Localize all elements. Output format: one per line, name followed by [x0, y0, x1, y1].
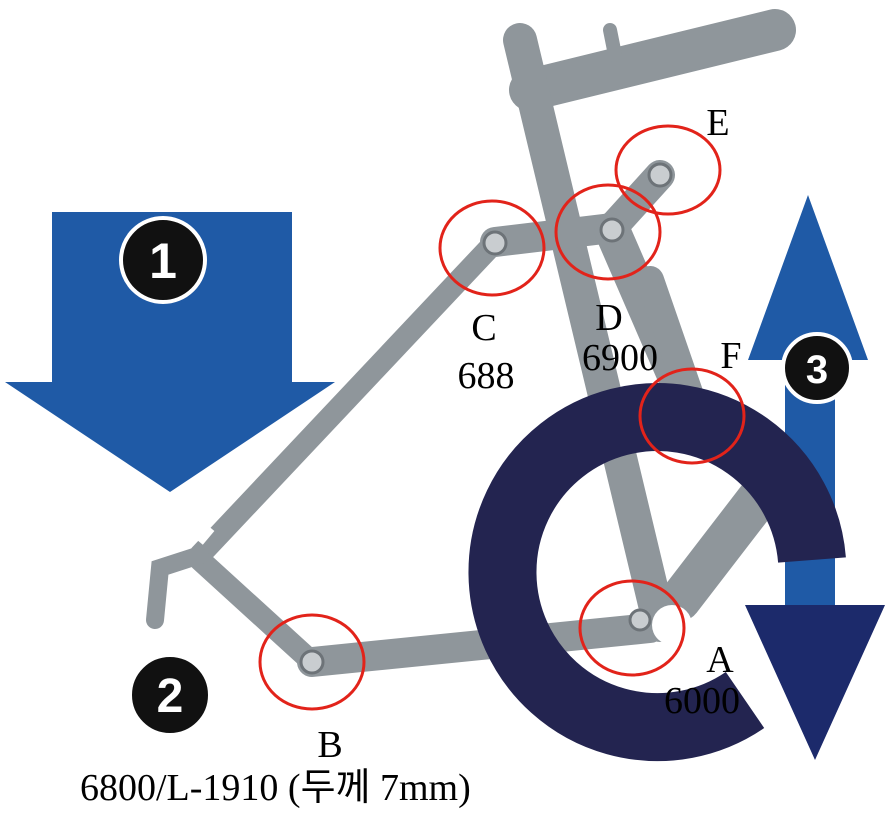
dropout-slot — [193, 523, 215, 545]
marker-circle-A — [578, 579, 686, 677]
force-arrow-down — [5, 212, 335, 492]
marker-circle-C — [438, 199, 546, 297]
bike-frame — [146, 9, 801, 677]
label-C: C — [471, 307, 496, 349]
label-C-bearing: 688 — [458, 355, 515, 397]
svg-text:2: 2 — [157, 670, 184, 723]
marker-circle-B — [258, 613, 366, 711]
bottom-bracket — [652, 605, 692, 645]
label-F: F — [720, 335, 741, 377]
marker-circle-D — [554, 183, 662, 281]
label-B: B — [317, 724, 342, 766]
badge-1: 1 — [119, 216, 207, 304]
badge-3: 3 — [781, 332, 853, 404]
badge-2: 2 — [128, 653, 212, 737]
label-B-bearing: 6800/L-1910 (두께 7mm) — [80, 767, 471, 809]
svg-text:3: 3 — [806, 348, 828, 392]
marker-circle-F — [638, 367, 746, 465]
label-D: D — [595, 297, 622, 339]
joint-markers — [258, 124, 746, 711]
label-A-bearing: 6000 — [664, 680, 740, 722]
svg-text:1: 1 — [149, 233, 177, 289]
marker-circle-E — [614, 124, 722, 216]
force-arrow-down-right — [745, 605, 885, 760]
label-A: A — [706, 639, 734, 681]
label-E: E — [706, 102, 729, 144]
rotation-ring — [468, 383, 846, 762]
label-D-bearing: 6900 — [582, 337, 658, 379]
